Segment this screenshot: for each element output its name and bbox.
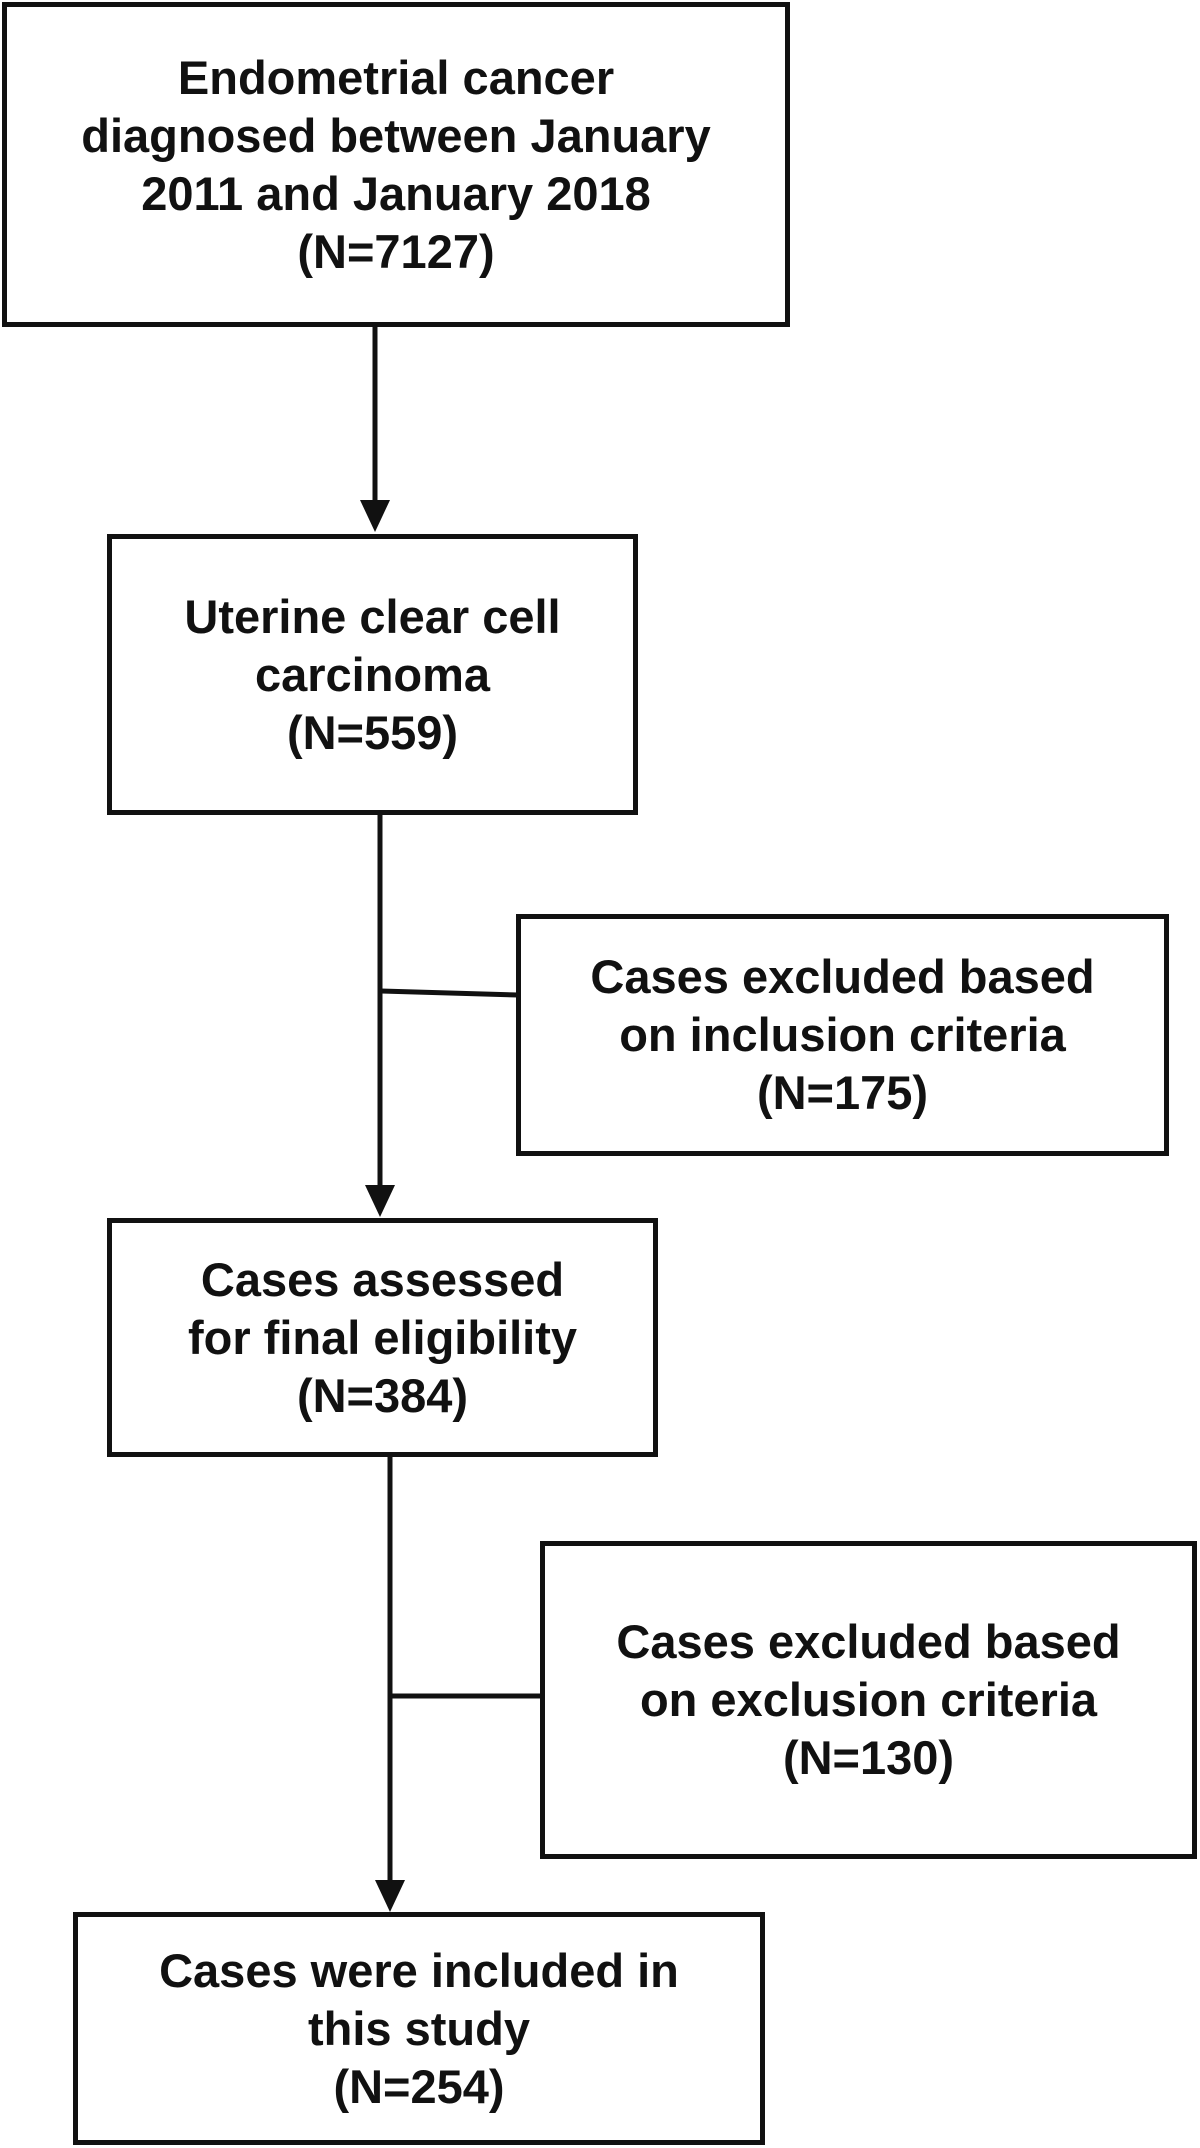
branch-to-exclusion1: [379, 988, 519, 998]
arrowhead-step2: [360, 500, 390, 532]
exclusion2-count: (N=130): [782, 1731, 955, 1784]
step4-count: (N=254): [333, 2059, 505, 2113]
step4-line-2: this study: [308, 2001, 530, 2055]
step2-line-2: carcinoma: [254, 647, 491, 701]
step3-box: Cases assessed for final eligibility (N=…: [107, 1218, 658, 1457]
exclusion2-line-2: on exclusion criteria: [639, 1673, 1098, 1726]
step1-line-1: Endometrial cancer: [177, 50, 615, 104]
exclusion2-box: Cases excluded based on exclusion criter…: [540, 1541, 1197, 1859]
step1-count: (N=7127): [297, 224, 495, 278]
step1-line-2: diagnosed between January: [81, 108, 711, 162]
step2-line-1: Uterine clear cell: [184, 589, 561, 643]
step3-line-2: for final eligibility: [187, 1310, 578, 1364]
exclusion1-box: Cases excluded based on inclusion criter…: [516, 914, 1169, 1156]
exclusion1-line-2: on inclusion criteria: [619, 1008, 1066, 1061]
exclusion1-line-1: Cases excluded based: [590, 950, 1095, 1003]
exclusion2-line-1: Cases excluded based: [616, 1615, 1121, 1668]
step3-line-1: Cases assessed: [200, 1252, 565, 1306]
arrowhead-step3: [365, 1185, 395, 1217]
arrowhead-step4: [375, 1880, 405, 1912]
exclusion1-count: (N=175): [756, 1066, 929, 1119]
step4-box: Cases were included in this study (N=254…: [73, 1912, 765, 2145]
step3-count: (N=384): [296, 1368, 469, 1422]
step1-box: Endometrial cancer diagnosed between Jan…: [2, 2, 790, 327]
step1-line-3: 2011 and January 2018: [141, 166, 651, 220]
step2-box: Uterine clear cell carcinoma (N=559): [107, 534, 638, 815]
step4-line-1: Cases were included in: [159, 1943, 679, 1997]
step2-count: (N=559): [286, 705, 459, 759]
